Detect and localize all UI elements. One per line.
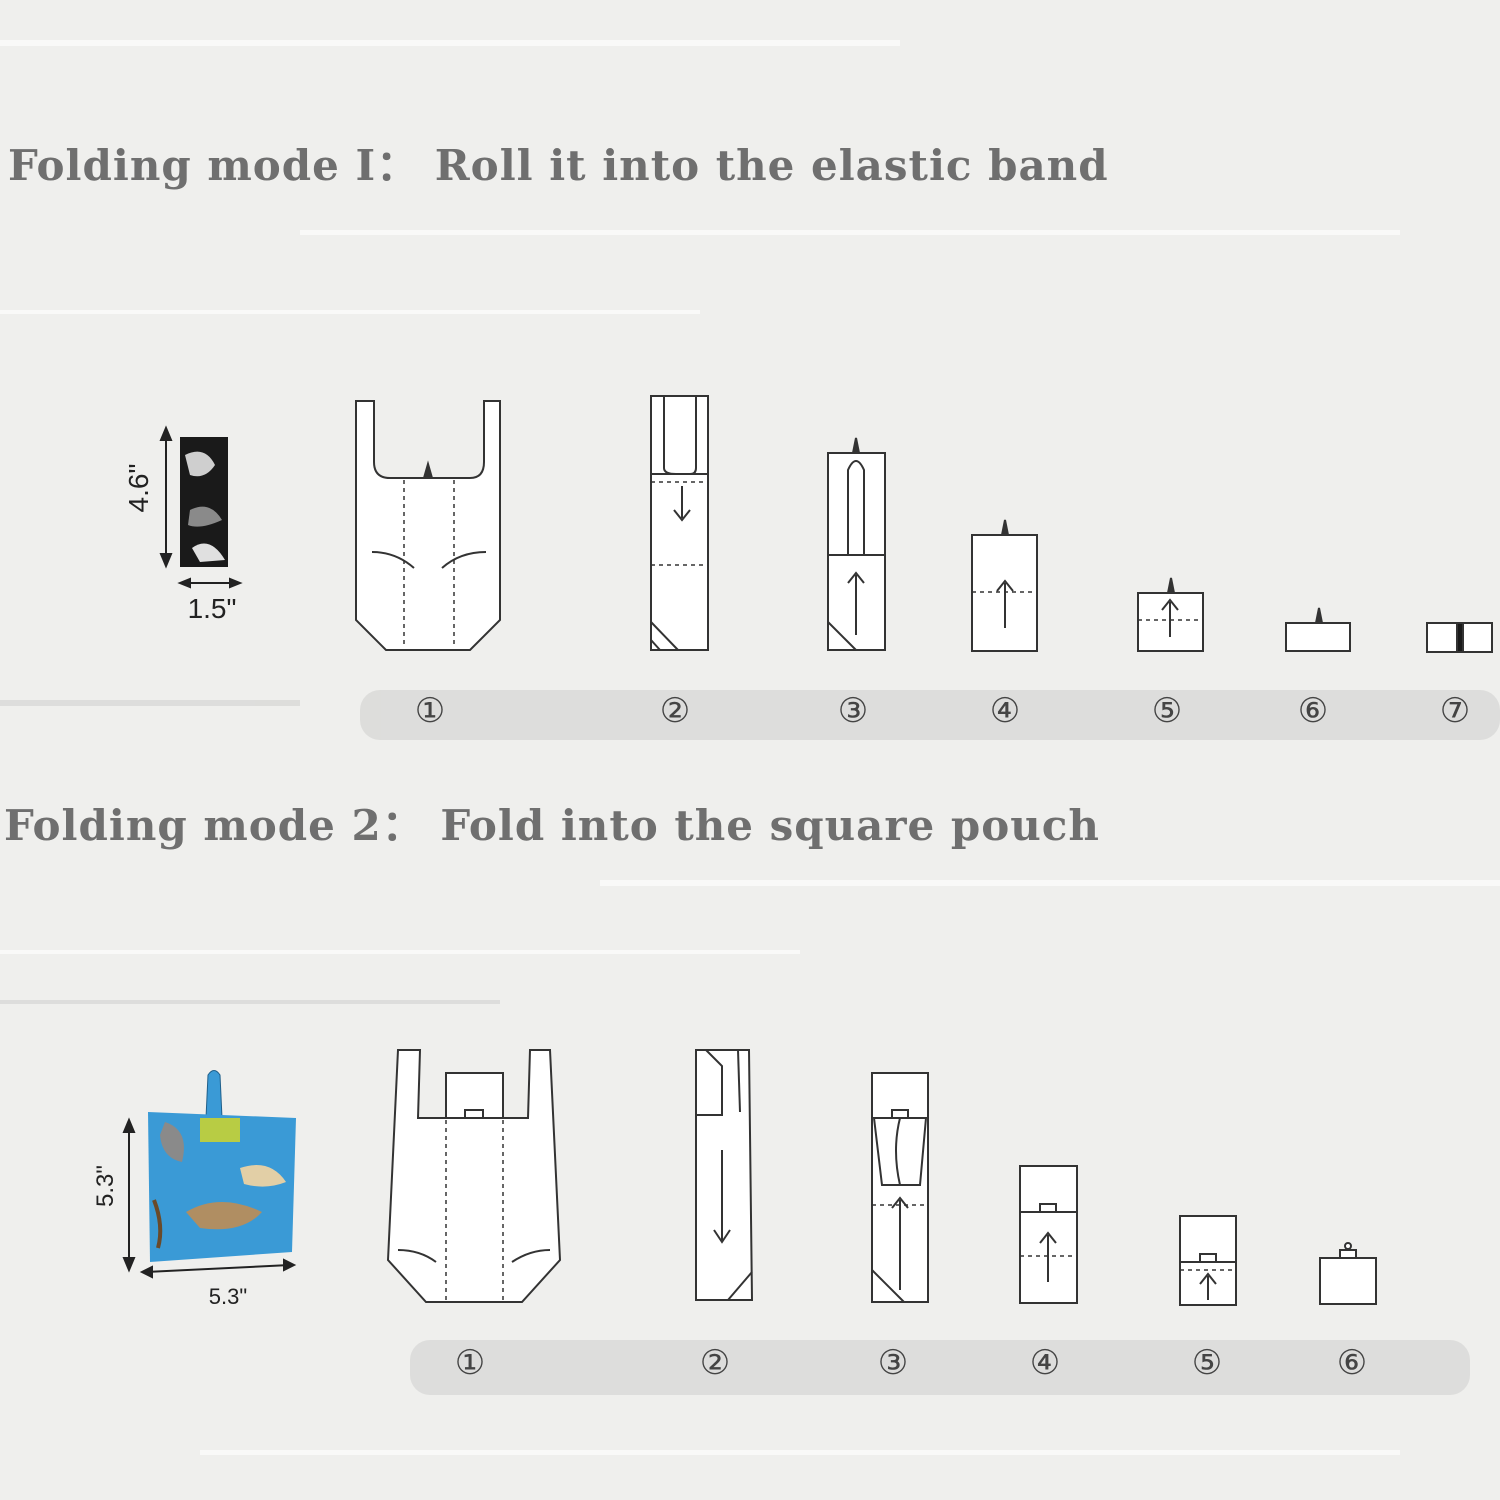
- step-7-banded: [1426, 622, 1493, 653]
- step-6-square-pouch: [1319, 1242, 1377, 1305]
- height-label: 4.6": [123, 464, 154, 513]
- folding-mode-2-diagram: 5.3" 5.3": [92, 1049, 1377, 1383]
- step-number: ④: [990, 691, 1020, 731]
- step-3-folded-up: [871, 1072, 929, 1303]
- height-arrow: [159, 425, 173, 569]
- width-label: 5.3": [209, 1284, 247, 1309]
- step-number: ④: [1030, 1343, 1060, 1383]
- width-label: 1.5": [188, 593, 237, 624]
- section-title: Folding mode 2： Fold into the square pou…: [4, 801, 1100, 850]
- step-number: ①: [415, 691, 445, 731]
- step-number: ⑥: [1337, 1343, 1367, 1383]
- step-5-folded-quarter: [1137, 577, 1204, 652]
- folding-mode-1-diagram: 4.6" 1.5": [123, 395, 1493, 731]
- step-number: ⑤: [1152, 691, 1182, 731]
- square-pouch-photo: [148, 1070, 296, 1262]
- step-number: ②: [700, 1343, 730, 1383]
- step-number: ①: [455, 1343, 485, 1383]
- step-6-rolled: [1285, 607, 1351, 652]
- step-1-bag-open: [355, 400, 501, 651]
- step-5-folded-quarter: [1179, 1215, 1237, 1306]
- width-arrow: [177, 577, 243, 589]
- section-title: Folding mode I： Roll it into the elastic…: [8, 141, 1109, 190]
- step-number: ③: [838, 691, 868, 731]
- step-number: ②: [660, 691, 690, 731]
- step-2-folded-vertical: [650, 395, 709, 651]
- step-number: ③: [878, 1343, 908, 1383]
- height-arrow: [122, 1117, 136, 1273]
- step-number: ⑤: [1192, 1343, 1222, 1383]
- step-3-folded-up: [827, 437, 886, 651]
- step-number: ⑦: [1440, 691, 1470, 731]
- width-arrow: [139, 1258, 297, 1279]
- step-2-folded-vertical: [695, 1049, 754, 1301]
- step-4-folded-half: [971, 519, 1038, 652]
- step-1-bag-open: [386, 1049, 562, 1303]
- rolled-bag-photo: [180, 437, 228, 567]
- step-4-folded-half: [1019, 1165, 1078, 1304]
- step-number: ⑥: [1298, 691, 1328, 731]
- height-label: 5.3": [92, 1165, 119, 1207]
